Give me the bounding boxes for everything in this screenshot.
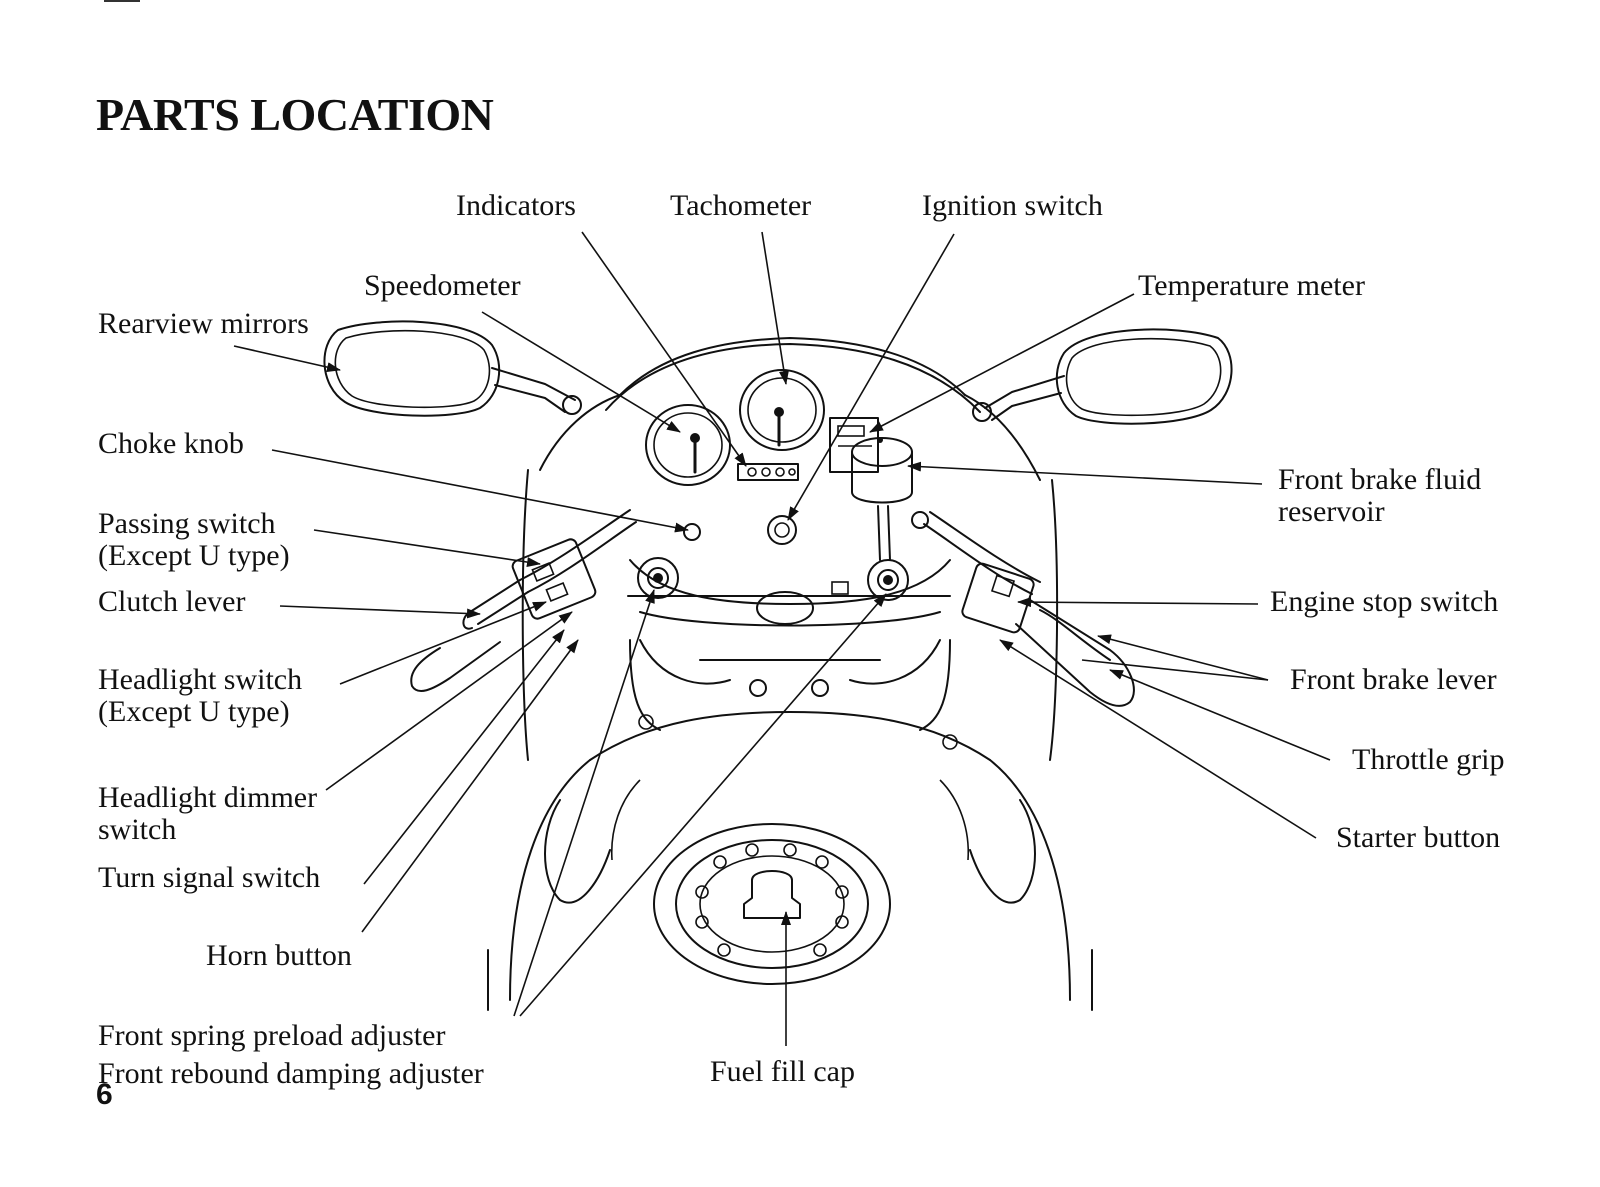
label-starter-button: Starter button bbox=[1336, 821, 1501, 854]
label-tachometer: Tachometer bbox=[670, 189, 812, 222]
top-rule bbox=[104, 0, 140, 2]
label-engine-stop-switch: Engine stop switch bbox=[1270, 585, 1499, 618]
right-handlebar bbox=[923, 511, 1135, 707]
label-choke-knob: Choke knob bbox=[98, 427, 244, 460]
lower-fork-area bbox=[629, 639, 958, 750]
page-number: 6 bbox=[96, 1078, 113, 1111]
left-mirror bbox=[323, 320, 582, 417]
label-horn-button: Horn button bbox=[206, 939, 352, 972]
label-ignition-switch: Ignition switch bbox=[922, 189, 1103, 222]
label-front-brake-lever: Front brake lever bbox=[1290, 663, 1497, 696]
label-clutch-lever: Clutch lever bbox=[98, 585, 246, 618]
label-speedometer: Speedometer bbox=[364, 269, 521, 302]
label-headlight-switch-line2: (Except U type) bbox=[98, 695, 290, 728]
brake-fluid-reservoir bbox=[851, 437, 913, 561]
label-headlight-switch-line1: Headlight switch bbox=[98, 663, 303, 696]
indicator-lights bbox=[737, 463, 799, 481]
label-front-rebound-damping-adjuster: Front rebound damping adjuster bbox=[98, 1057, 484, 1090]
label-turn-signal-switch: Turn signal switch bbox=[98, 861, 321, 894]
label-front-spring-preload-adjuster: Front spring preload adjuster bbox=[98, 1019, 446, 1052]
label-throttle-grip: Throttle grip bbox=[1352, 743, 1505, 776]
temperature-meter-gauge bbox=[829, 417, 879, 473]
top-bridge bbox=[627, 511, 951, 627]
label-passing-switch-line2: (Except U type) bbox=[98, 539, 290, 572]
leader-lines bbox=[233, 231, 1331, 1046]
speedometer-gauge bbox=[645, 404, 731, 486]
fuel-tank bbox=[487, 711, 1093, 1011]
page-title: PARTS LOCATION bbox=[96, 89, 494, 140]
label-rearview-mirrors: Rearview mirrors bbox=[98, 307, 309, 340]
tachometer-gauge bbox=[739, 369, 825, 451]
label-front-brake-fluid-reservoir-line2: reservoir bbox=[1278, 495, 1385, 528]
label-temperature-meter: Temperature meter bbox=[1138, 269, 1365, 302]
right-mirror bbox=[972, 328, 1233, 425]
label-front-brake-fluid-reservoir-line1: Front brake fluid bbox=[1278, 463, 1482, 496]
fuel-fill-cap-drawing bbox=[653, 823, 891, 985]
label-fuel-fill-cap: Fuel fill cap bbox=[710, 1055, 855, 1088]
label-headlight-dimmer-switch-line2: switch bbox=[98, 813, 177, 846]
label-passing-switch-line1: Passing switch bbox=[98, 507, 276, 540]
label-headlight-dimmer-switch-line1: Headlight dimmer bbox=[98, 781, 318, 814]
label-indicators: Indicators bbox=[456, 189, 576, 222]
fairing-outline bbox=[521, 337, 1059, 761]
